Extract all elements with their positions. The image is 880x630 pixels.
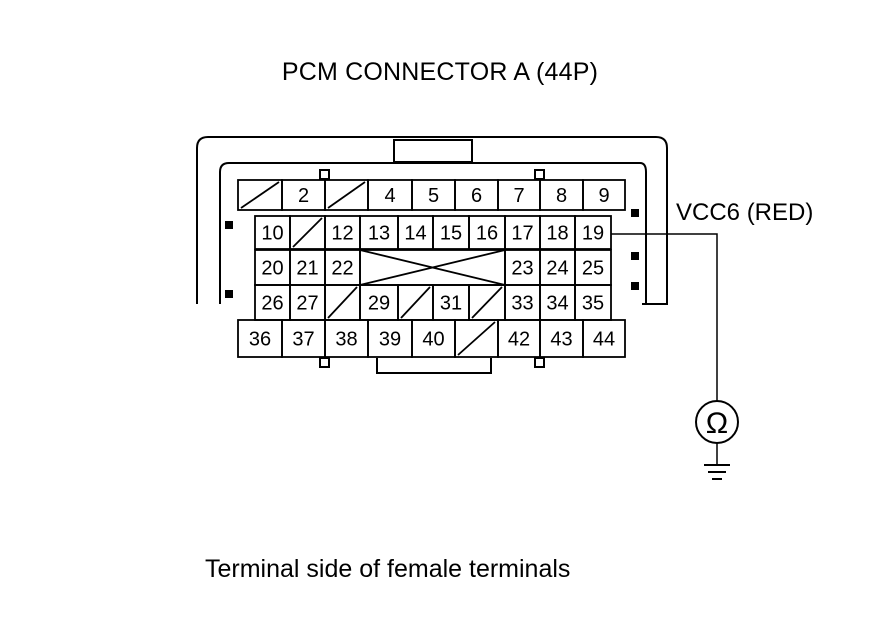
diagram-title: PCM CONNECTOR A (44P) bbox=[281, 58, 599, 86]
terminal-number: 36 bbox=[249, 329, 271, 351]
guide-pin bbox=[534, 169, 545, 180]
terminal-cell bbox=[582, 179, 626, 211]
terminal-number: 4 bbox=[384, 185, 395, 207]
terminal-number: 43 bbox=[550, 329, 572, 351]
terminal-cell bbox=[582, 319, 626, 358]
terminal-number: 18 bbox=[546, 223, 568, 245]
latch-mark bbox=[631, 209, 639, 217]
terminal-number: 21 bbox=[296, 258, 318, 280]
terminal-number: 37 bbox=[292, 329, 314, 351]
guide-pin bbox=[534, 357, 545, 368]
unused-terminal-slash bbox=[457, 321, 496, 356]
bottom-tab bbox=[376, 358, 492, 374]
terminal-number: 33 bbox=[511, 293, 533, 315]
terminal-number: 8 bbox=[556, 185, 567, 207]
test-lead-wire bbox=[611, 233, 718, 401]
terminal-number: 38 bbox=[335, 329, 357, 351]
diagram-caption: Terminal side of female terminals bbox=[205, 555, 571, 583]
terminal-number: 12 bbox=[331, 223, 353, 245]
unused-terminal-slash bbox=[240, 181, 280, 209]
unused-terminal-slash bbox=[327, 286, 358, 319]
connector-housing-outer bbox=[196, 136, 668, 305]
terminal-number: 5 bbox=[428, 185, 439, 207]
terminal-number: 10 bbox=[261, 223, 283, 245]
terminal-number: 29 bbox=[368, 293, 390, 315]
terminal-number: 25 bbox=[582, 258, 604, 280]
terminal-number: 14 bbox=[404, 223, 426, 245]
terminal-number: 2 bbox=[298, 185, 309, 207]
terminal-number: 19 bbox=[582, 223, 604, 245]
unused-terminal-slash bbox=[471, 286, 503, 319]
terminal-number: 6 bbox=[471, 185, 482, 207]
terminal-number: 13 bbox=[368, 223, 390, 245]
terminal-number: 40 bbox=[422, 329, 444, 351]
terminal-number: 23 bbox=[511, 258, 533, 280]
terminal-number: 15 bbox=[440, 223, 462, 245]
unused-terminal-slash bbox=[327, 181, 366, 209]
lock-tab bbox=[393, 139, 473, 163]
ground-icon bbox=[704, 464, 730, 480]
terminal-number: 44 bbox=[593, 329, 615, 351]
terminal-number: 20 bbox=[261, 258, 283, 280]
terminal-cell bbox=[574, 215, 612, 250]
blocked-area-cross bbox=[359, 249, 506, 286]
terminal-number: 16 bbox=[476, 223, 498, 245]
latch-mark bbox=[225, 221, 233, 229]
terminal-number: 7 bbox=[513, 185, 524, 207]
terminal-number: 39 bbox=[379, 329, 401, 351]
terminal-number: 26 bbox=[261, 293, 283, 315]
unused-terminal-slash bbox=[292, 217, 323, 248]
guide-pin bbox=[319, 357, 330, 368]
terminal-number: 31 bbox=[440, 293, 462, 315]
wire-label: VCC6 (RED) bbox=[676, 199, 813, 226]
latch-mark bbox=[631, 252, 639, 260]
latch-mark bbox=[225, 290, 233, 298]
unused-terminal-slash bbox=[400, 286, 431, 319]
terminal-number: 27 bbox=[296, 293, 318, 315]
terminal-number: 9 bbox=[598, 185, 609, 207]
ohmmeter-icon: Ω bbox=[706, 407, 728, 440]
terminal-number: 24 bbox=[546, 258, 568, 280]
terminal-number: 35 bbox=[582, 293, 604, 315]
guide-pin bbox=[319, 169, 330, 180]
terminal-number: 17 bbox=[511, 223, 533, 245]
terminal-number: 34 bbox=[546, 293, 568, 315]
terminal-number: 42 bbox=[508, 329, 530, 351]
terminal-number: 22 bbox=[331, 258, 353, 280]
latch-mark bbox=[631, 282, 639, 290]
